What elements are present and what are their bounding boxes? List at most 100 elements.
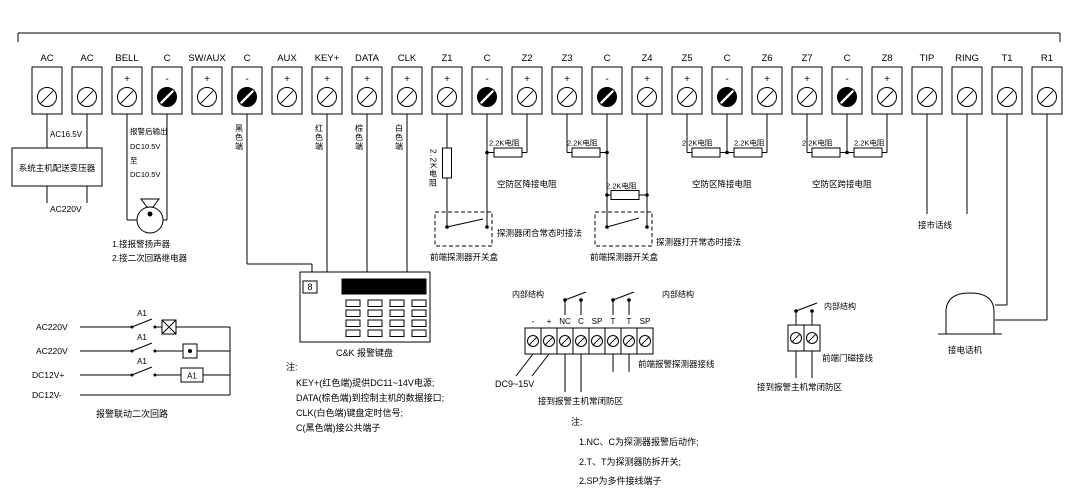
eol-resistor: [442, 147, 452, 179]
terminal-25-r1: R1: [1031, 53, 1063, 115]
keypad-box: [299, 271, 431, 343]
internal-structure-label: 内部结构: [662, 289, 694, 299]
relay-coil-label: A1: [187, 372, 197, 381]
zone2-eol-resistor: 2.2K电阻 空防区降接电阻: [487, 114, 557, 189]
linkage-source-label: DC12V-: [32, 390, 62, 400]
panel-top-edge: [17, 32, 1061, 42]
screw-slot: [440, 90, 454, 104]
screw-slot: [592, 336, 602, 346]
terminal-label: Z6: [761, 53, 772, 64]
nc-method-label: 探测器闭合常态时接法: [497, 228, 582, 238]
terminal-sign: +: [404, 74, 410, 85]
terminal-label: Z3: [561, 53, 572, 64]
terminal-label: AUX: [277, 53, 297, 64]
detector-switch-box: [594, 211, 653, 247]
screw-terminal-icon: [637, 87, 657, 107]
screw-terminal-icon: [877, 87, 897, 107]
empty-zone-label: 空防区跨接电阻: [812, 179, 872, 189]
screw-slot: [360, 90, 374, 104]
terminal-15-z4: Z4+: [631, 53, 663, 115]
linkage-source-label: DC12V+: [32, 370, 64, 380]
terminal-sign: +: [764, 74, 770, 85]
screw-slot: [839, 89, 855, 105]
terminal-9-clk: CLK +: [391, 53, 423, 115]
terminal-sign: +: [884, 74, 890, 85]
empty-zone-label: 空防区降接电阻: [497, 179, 557, 189]
terminal-1-ac: AC: [71, 53, 103, 115]
terminal-label: AC: [40, 53, 53, 64]
screw-slot: [239, 89, 255, 105]
keypad-digit: 8: [307, 282, 312, 292]
keypad-button: [389, 309, 405, 317]
screw-terminal-icon: [117, 87, 137, 107]
zone1-nc-detector: 2.2K电阻 前端探测器开关盒 探测器闭合常态时接法: [429, 114, 582, 262]
screw-slot: [624, 336, 634, 346]
resistor-label: 2.2K电阻: [606, 181, 637, 191]
keypad-button: [367, 329, 383, 337]
screw-terminal-icon: [437, 87, 457, 107]
wire-color-label: 红色端: [315, 123, 324, 151]
lamp-icon: [161, 319, 177, 335]
screw-slot: [40, 90, 54, 104]
terminal-sign: +: [444, 74, 450, 85]
terminal-22-tip: TIP: [911, 53, 943, 115]
screw-slot: [280, 90, 294, 104]
terminal-label: Z2: [521, 53, 532, 64]
screw-terminal-icon: [543, 335, 555, 347]
screw-terminal-icon: [677, 87, 697, 107]
empty-zone-label: 空防区降接电阻: [692, 179, 752, 189]
screw-slot: [120, 90, 134, 104]
terminal-sign: -: [245, 74, 248, 85]
indicator-icon: [182, 343, 198, 359]
terminal-8-data: DATA+: [351, 53, 383, 115]
terminal-label: TIP: [920, 53, 935, 64]
terminal-label: RING: [955, 53, 979, 64]
terminal-label: Z5: [681, 53, 692, 64]
detector-terminal-label: NC: [559, 317, 571, 326]
screw-terminal-icon: [77, 87, 97, 107]
screw-terminal-icon: [559, 335, 571, 347]
screw-slot: [159, 89, 175, 105]
zone78-eol-resistors: 2.2K电阻 2.2K电阻 空防区跨接电阻: [802, 114, 888, 189]
terminal-box: [271, 66, 303, 115]
detector-power-label: DC9~15V: [495, 379, 534, 389]
resistor-label: 2.2K电阻: [854, 138, 885, 148]
terminal-sign: +: [524, 74, 530, 85]
terminal-0-ac: AC: [31, 53, 63, 115]
screw-slot: [560, 336, 570, 346]
detector-terminal-2: NC: [556, 317, 574, 355]
detector-terminal-label: +: [547, 317, 552, 326]
keypad-button: [345, 319, 361, 327]
telephone-icon: [938, 292, 1002, 335]
eol-resistor: [610, 190, 640, 200]
screw-slot: [760, 90, 774, 104]
screw-slot: [544, 336, 554, 346]
keypad-note: CLK(白色端)键盘定时信号;: [296, 407, 403, 418]
terminal-label: CLK: [398, 53, 417, 64]
keypad-notes-title: 注:: [286, 361, 298, 372]
keypad-button: [367, 319, 383, 327]
keypad-digit-box: [302, 280, 318, 294]
bell-note: 1.接报警扬声器: [112, 239, 171, 249]
screw-slot: [479, 89, 495, 105]
terminal-sign: -: [485, 74, 488, 85]
terminal-box: [191, 66, 223, 115]
detector-note: 2.T、T为探测器防拆开关;: [579, 456, 681, 467]
terminal-5-c: C-: [231, 53, 263, 115]
screw-slot: [560, 90, 574, 104]
terminal-sign: +: [644, 74, 650, 85]
screw-slot: [80, 90, 94, 104]
terminal-24-t1: T1: [991, 53, 1023, 115]
terminal-19-z7: Z7+: [791, 53, 823, 115]
screw-slot: [400, 90, 414, 104]
screw-slot: [599, 89, 615, 105]
transformer-box: [11, 147, 103, 187]
keypad-button: [345, 299, 361, 307]
screw-slot: [200, 90, 214, 104]
zone34-no-detector: 2.2K电阻 2.2K电阻 前端探测器开关盒 探测器打开常态时接法: [566, 114, 741, 262]
bell-circuit: 报警后输出 DC10.5V 至 DC10.5V 1.接报警扬声器 2.接二次回路…: [112, 114, 188, 263]
terminal-label: Z1: [441, 53, 452, 64]
screw-slot: [1000, 90, 1014, 104]
no-method-label: 探测器打开常态时接法: [656, 237, 741, 247]
switch-box-label: 前端探测器开关盒: [430, 252, 499, 262]
